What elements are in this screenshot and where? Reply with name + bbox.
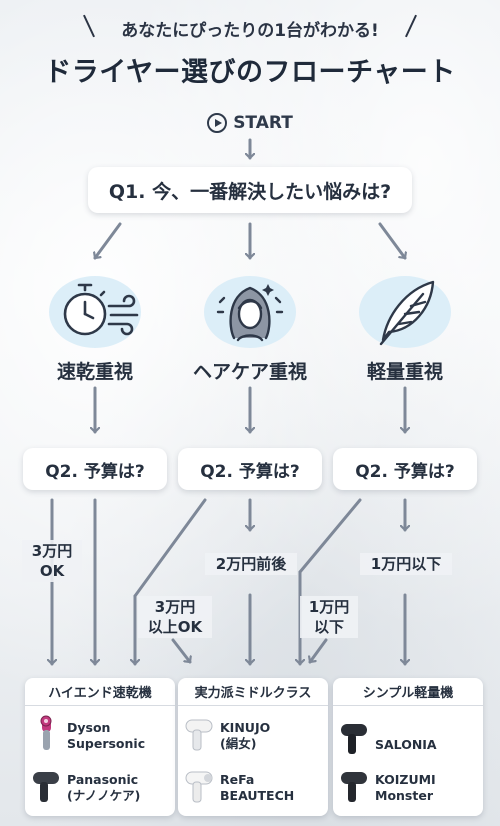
product-name: SALONIA [375, 727, 437, 753]
product-name: Dyson Supersonic [67, 720, 145, 752]
product-name-line: ReFa [220, 772, 255, 787]
product-name-line: Panasonic [67, 772, 139, 787]
edge-label-speed-budget: 3万円 OK [22, 540, 82, 582]
product-name-line: Dyson [67, 720, 111, 735]
product-name-line: (ナノノケア) [67, 788, 141, 803]
start-node: START [0, 113, 500, 133]
result-midclass: 実力派ミドルクラス KINUJO (絹女) ReFa BEAUTECH [178, 678, 328, 816]
edge-label-care-mid: 2万円前後 [205, 553, 297, 575]
result-simple-light: シンプル軽量機 SALONIA KOIZUMI Monster [333, 678, 483, 816]
feather-icon [353, 268, 457, 352]
salonia-dryer-icon [339, 718, 369, 762]
result-title: シンプル軽量機 [333, 678, 483, 706]
panasonic-dryer-icon [31, 766, 61, 810]
product-name: KINUJO (絹女) [220, 720, 270, 752]
result-title: 実力派ミドルクラス [178, 678, 328, 706]
edge-label-care-high: 3万円 以上OK [138, 596, 212, 638]
play-icon [207, 113, 228, 133]
product-name-line: KOIZUMI [375, 772, 436, 787]
question-2-speed: Q2. 予算は? [23, 448, 167, 490]
product-item: Dyson Supersonic [31, 714, 145, 758]
product-item: Panasonic (ナノノケア) [31, 766, 140, 810]
result-highend: ハイエンド速乾機 Dyson Supersonic Panasonic (ナノノ… [25, 678, 175, 816]
product-name-line: Monster [375, 788, 433, 803]
product-item: KINUJO (絹女) [184, 714, 270, 758]
stopwatch-wind-icon [43, 268, 147, 352]
edge-label-line: 以下 [313, 618, 344, 636]
product-name: ReFa BEAUTECH [220, 772, 294, 804]
page-subtitle: あなたにぴったりの1台がわかる! [121, 21, 379, 41]
question-2-lightweight: Q2. 予算は? [333, 448, 477, 490]
edge-label-light-to-mid: 1万円 以下 [300, 596, 358, 638]
start-label: START [233, 113, 293, 133]
koizumi-dryer-icon [339, 766, 369, 810]
category-haircare: ヘアケア重視 [192, 361, 307, 383]
product-name-line: SALONIA [375, 737, 437, 752]
edge-label-line: 3万円 [31, 542, 73, 560]
question-2-haircare: Q2. 予算は? [178, 448, 322, 490]
product-name-line: BEAUTECH [220, 788, 295, 803]
product-name-line: KINUJO [220, 720, 271, 735]
product-name-line: Supersonic [67, 736, 146, 751]
product-item: ReFa BEAUTECH [184, 766, 294, 810]
category-lightweight: 軽量重視 [366, 361, 443, 383]
refa-dryer-icon [184, 766, 214, 810]
edge-label-line: 以上OK [147, 618, 203, 636]
kinujo-dryer-icon [184, 714, 214, 758]
category-speed: 速乾重視 [56, 361, 133, 383]
product-name-line: (絹女) [220, 736, 257, 751]
edge-label-line: OK [39, 562, 65, 580]
product-name: KOIZUMI Monster [375, 772, 436, 804]
product-item: SALONIA [339, 718, 437, 762]
woman-hair-icon [198, 268, 302, 352]
edge-label-light-low: 1万円以下 [360, 553, 452, 575]
page-title: ドライヤー選びのフローチャート [44, 57, 456, 88]
edge-label-line: 1万円 [308, 598, 350, 616]
question-1: Q1. 今、一番解決したい悩みは? [88, 167, 412, 213]
result-title: ハイエンド速乾機 [25, 678, 175, 706]
product-name: Panasonic (ナノノケア) [67, 772, 140, 804]
dyson-dryer-icon [31, 714, 61, 758]
edge-label-line: 3万円 [154, 598, 196, 616]
product-item: KOIZUMI Monster [339, 766, 436, 810]
